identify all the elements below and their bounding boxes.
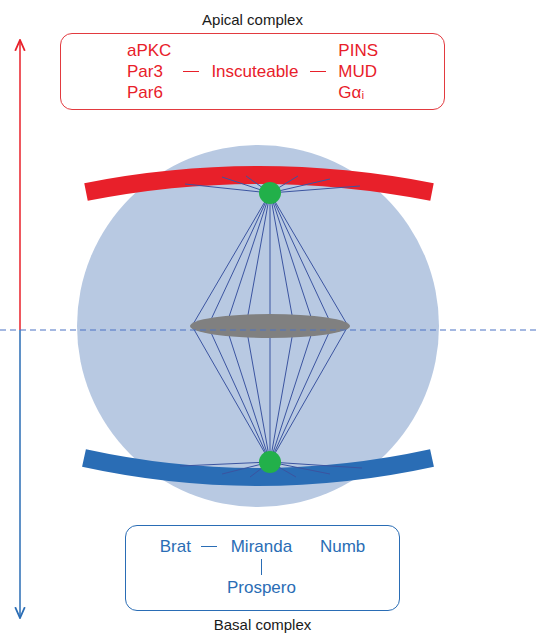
protein-name: Brat	[160, 536, 191, 557]
interaction-dash	[201, 546, 217, 547]
cell-body	[77, 145, 439, 507]
protein-list: aPKC Par3 Par6	[127, 40, 171, 103]
centrosome	[259, 182, 281, 204]
spindle-fiber	[270, 193, 348, 326]
spindle-fiber	[270, 193, 271, 326]
interaction-dash	[183, 71, 199, 72]
spindle-fiber	[208, 326, 270, 462]
spindle-fiber	[246, 193, 270, 326]
spindle-fiber	[270, 326, 332, 462]
polarity-arrow-basal	[19, 330, 21, 618]
spindle-fiber	[270, 326, 348, 462]
spindle-fiber	[270, 326, 314, 462]
interaction-bar	[261, 559, 262, 575]
protein-name: Inscuteable	[211, 61, 298, 82]
apical-complex-box: Apical complexaPKC Par3 Par6InscuteableP…	[60, 33, 445, 110]
centrosome	[259, 451, 281, 473]
spindle-fiber	[192, 193, 270, 326]
interaction-dash	[310, 71, 326, 72]
astral-fiber	[270, 462, 362, 468]
polarity-arrow-apical	[19, 40, 21, 330]
division-plane	[0, 329, 538, 330]
spindle-fiber	[226, 193, 270, 326]
basal-crescent	[84, 458, 432, 477]
spindle-fiber	[270, 326, 271, 462]
complex-heading: Basal complex	[126, 616, 399, 633]
protein-list: PINS MUD Gαᵢ	[338, 40, 378, 103]
apical-crescent	[86, 175, 432, 192]
basal-complex-box: Basal complexBratMirandaNumbProspero	[125, 525, 400, 611]
metaphase-plate	[190, 314, 350, 338]
complex-content: aPKC Par3 Par6 Inscuteable PINS MUD Gαᵢ	[107, 34, 398, 109]
spindle-fiber	[192, 326, 270, 462]
protein-name: Miranda	[227, 536, 296, 557]
spindle-fibers	[180, 176, 362, 477]
complex-content: Brat Miranda NumbProspero	[134, 526, 392, 610]
astral-fiber	[270, 186, 360, 193]
spindle-fiber	[208, 193, 270, 326]
spindle-fiber	[270, 193, 332, 326]
spindle-fiber	[270, 193, 314, 326]
protein-name: Prospero	[227, 577, 296, 598]
protein-name: Numb	[320, 536, 365, 557]
spindle-fiber	[226, 326, 270, 462]
spindle-fiber	[246, 326, 270, 462]
complex-heading: Apical complex	[61, 11, 444, 28]
